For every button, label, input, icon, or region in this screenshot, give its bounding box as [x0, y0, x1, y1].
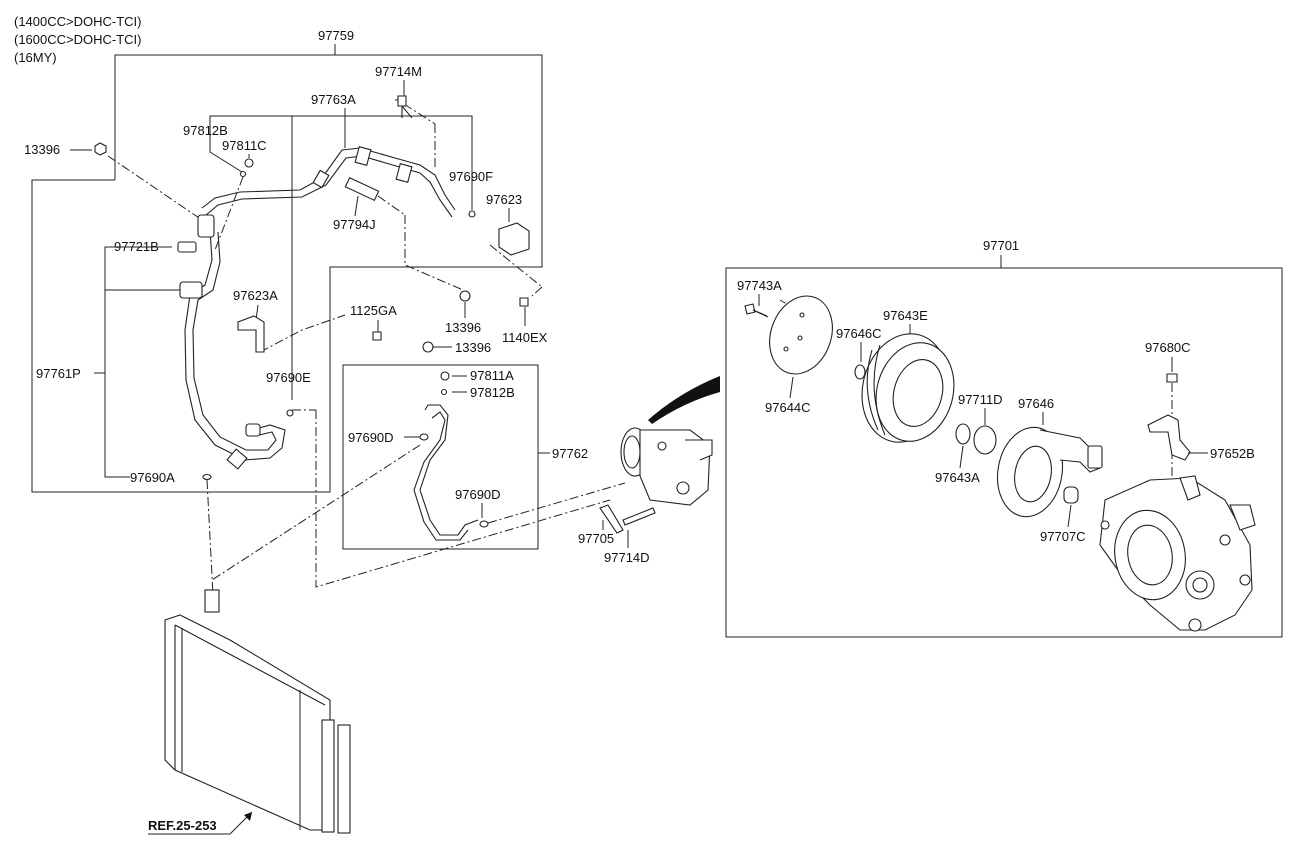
- snap-ring-97711D: [973, 425, 997, 455]
- label-97652B: 97652B: [1210, 446, 1255, 461]
- label-97690E: 97690E: [266, 370, 311, 385]
- compressor-large: [1099, 475, 1256, 632]
- label-97759: 97759: [318, 28, 354, 43]
- oring-97690A: [202, 473, 212, 481]
- shim-97646C: [854, 364, 866, 380]
- bracket-97623A: [237, 315, 265, 353]
- valve-97623: [498, 222, 530, 256]
- label-97705: 97705: [578, 531, 614, 546]
- bushing-97707C: [1063, 486, 1079, 504]
- label-97623: 97623: [486, 192, 522, 207]
- label-97646: 97646: [1018, 396, 1054, 411]
- bolt-1140EX: [519, 297, 529, 307]
- parts-left: [94, 95, 530, 481]
- label-1125GA: 1125GA: [350, 303, 397, 318]
- label-97812B-low: 97812B: [470, 385, 515, 400]
- label-97623A: 97623A: [233, 288, 278, 303]
- frame-97762: [342, 364, 539, 550]
- label-97714M: 97714M: [375, 64, 422, 79]
- bolt-97743A: [744, 303, 768, 317]
- label-97643A: 97643A: [935, 470, 980, 485]
- bolt-97714M: [395, 95, 407, 118]
- label-1140EX: 1140EX: [502, 330, 548, 345]
- label-97690D-right: 97690D: [455, 487, 501, 502]
- plate-97644C: [769, 295, 833, 375]
- label-97761P: 97761P: [36, 366, 81, 381]
- label-97811A: 97811A: [470, 368, 514, 383]
- label-97643E: 97643E: [883, 308, 928, 323]
- label-97811C: 97811C: [222, 138, 267, 153]
- label-97701: 97701: [983, 238, 1019, 253]
- compressor-small: [599, 376, 720, 534]
- hose-97762: [413, 371, 489, 541]
- nut-13396-low: [422, 341, 434, 353]
- pipe-fitting: [179, 281, 203, 299]
- label-97644C: 97644C: [765, 400, 811, 415]
- oring-97690F: [468, 210, 476, 218]
- discharge-hose-97761P: [179, 214, 286, 470]
- connection-lines: [107, 103, 1173, 596]
- label-97690D-left: 97690D: [348, 430, 394, 445]
- label-97711D: 97711D: [958, 392, 1003, 407]
- valve-97794J: [344, 176, 380, 202]
- label-97707C: 97707C: [1040, 529, 1086, 544]
- label-97763A: 97763A: [311, 92, 356, 107]
- cap-97811C: [244, 158, 254, 168]
- bolt-97714D: [622, 507, 656, 526]
- frame-97701: [725, 267, 1283, 638]
- header-line-2: (1600CC>DOHC-TCI): [14, 32, 142, 47]
- header-line-3: (16MY): [14, 50, 57, 65]
- callout-arrow: [648, 376, 720, 424]
- condenser: [164, 589, 351, 834]
- pulley-97643E: [861, 333, 955, 443]
- bolt-97680C: [1166, 373, 1178, 383]
- oring-97690E: [286, 409, 294, 417]
- label-97812B-top: 97812B: [183, 123, 228, 138]
- label-13396-left: 13396: [24, 142, 60, 157]
- reference-label: REF.25-253: [148, 818, 217, 833]
- coil-97646: [996, 426, 1103, 518]
- header-line-1: (1400CC>DOHC-TCI): [14, 14, 142, 29]
- bolt-1125GA: [372, 331, 382, 341]
- label-97690F: 97690F: [449, 169, 493, 184]
- valve-97812B: [239, 170, 247, 178]
- pipe-fitting: [197, 214, 215, 238]
- label-97794J: 97794J: [333, 217, 376, 232]
- suction-pipe-97763A: [201, 146, 456, 218]
- bolt-97705: [599, 504, 624, 534]
- label-97762: 97762: [552, 446, 588, 461]
- nut-13396-mid: [459, 290, 471, 302]
- sensor-97721B: [177, 241, 197, 253]
- label-13396-mid: 13396: [445, 320, 481, 335]
- label-97646C: 97646C: [836, 326, 882, 341]
- label-97743A: 97743A: [737, 278, 782, 293]
- frame-97759: [31, 44, 543, 493]
- label-97680C: 97680C: [1145, 340, 1191, 355]
- condenser-fitting: [204, 589, 220, 613]
- label-13396-low: 13396: [455, 340, 491, 355]
- label-97714D: 97714D: [604, 550, 650, 565]
- bracket-97652B: [1147, 414, 1191, 461]
- label-97690A: 97690A: [130, 470, 175, 485]
- nut-13396: [94, 142, 107, 156]
- snap-ring-97643A: [955, 423, 971, 445]
